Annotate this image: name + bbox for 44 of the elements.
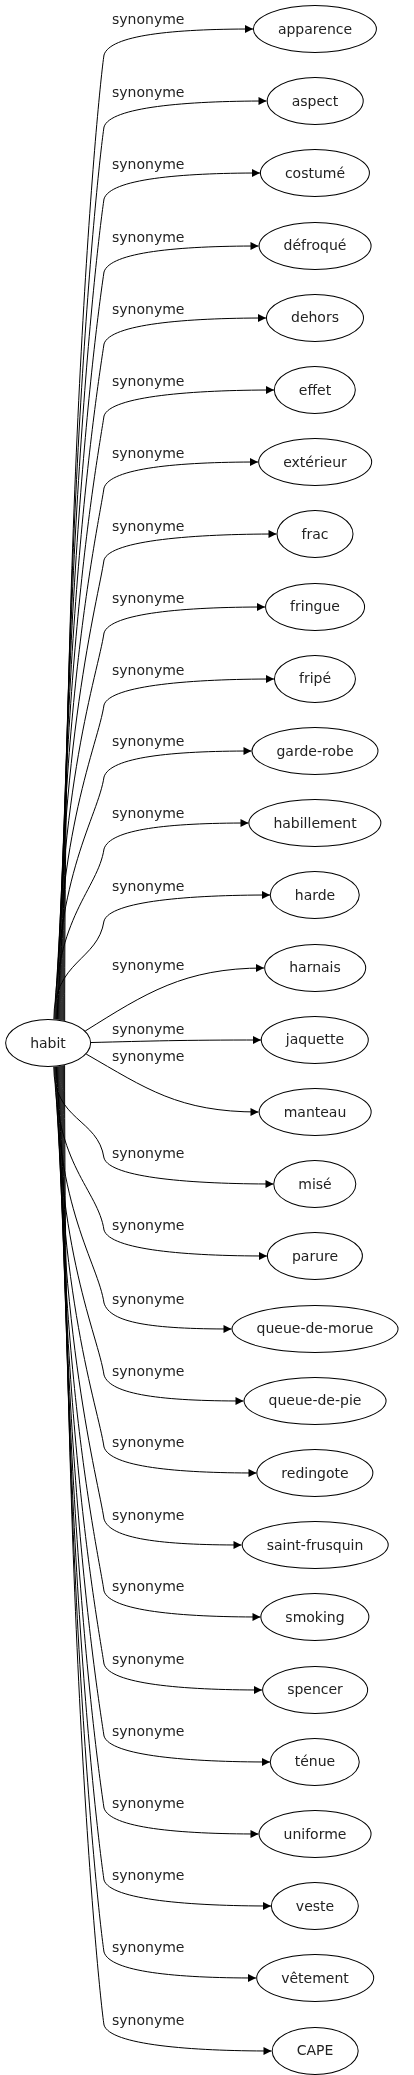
- ellipse-node: garde-robe: [251, 727, 379, 775]
- arrow: [56, 1066, 244, 1405]
- ellipse-node: habillement: [248, 799, 382, 848]
- ellipse-node: veste: [270, 1882, 360, 1931]
- arrow: [55, 1066, 232, 1333]
- arrow: [57, 530, 277, 1021]
- ellipse-node: queue-de-morue: [231, 1304, 399, 1353]
- arrow: [56, 675, 275, 1020]
- ellipse-node: costumé: [259, 149, 371, 198]
- ellipse-node: défroqué: [258, 221, 372, 270]
- ellipse-node: fripé: [273, 654, 357, 703]
- ellipse-node: fringue: [265, 582, 365, 631]
- arrow: [58, 458, 259, 1021]
- ellipse-node: dehors: [266, 293, 364, 342]
- ellipse-node: spencer: [262, 1665, 368, 1714]
- ellipse-node: effet: [273, 366, 357, 414]
- ellipse-node: apparence: [252, 5, 378, 53]
- ellipse-node: saint-frusquin: [241, 1521, 389, 1570]
- ellipse-node: frac: [276, 510, 354, 559]
- ellipse-node: parure: [266, 1232, 364, 1281]
- ellipse-node: misé: [273, 1160, 357, 1209]
- ellipse-node: vêtement: [256, 1954, 374, 2003]
- ellipse-node: habit: [5, 1019, 91, 1067]
- ellipse-node: uniforme: [258, 1810, 372, 1858]
- arrow: [54, 1066, 268, 1260]
- arrow: [56, 603, 266, 1021]
- arrow: [53, 1066, 274, 1188]
- ellipse-node: harde: [269, 871, 361, 920]
- arrow: [57, 1065, 242, 1549]
- ellipse-node: smoking: [260, 1593, 370, 1642]
- ellipse-node: ténue: [269, 1737, 361, 1786]
- ellipse-node: manteau: [258, 1088, 372, 1136]
- arrow: [54, 819, 249, 1020]
- ellipse-node: redingote: [256, 1449, 374, 1497]
- ellipse-node: jaquette: [260, 1015, 370, 1064]
- arrow: [53, 891, 271, 1020]
- ellipse-node: extérieur: [258, 438, 372, 487]
- ellipse-node: CAPE: [271, 2026, 359, 2075]
- ellipse-node: harnais: [264, 943, 366, 992]
- arrow: [56, 1065, 257, 1477]
- ellipse-node: queue-de-pie: [243, 1376, 387, 1425]
- ellipse-node: aspect: [266, 77, 364, 126]
- arrow: [90, 1036, 262, 1044]
- arrow: [55, 747, 252, 1020]
